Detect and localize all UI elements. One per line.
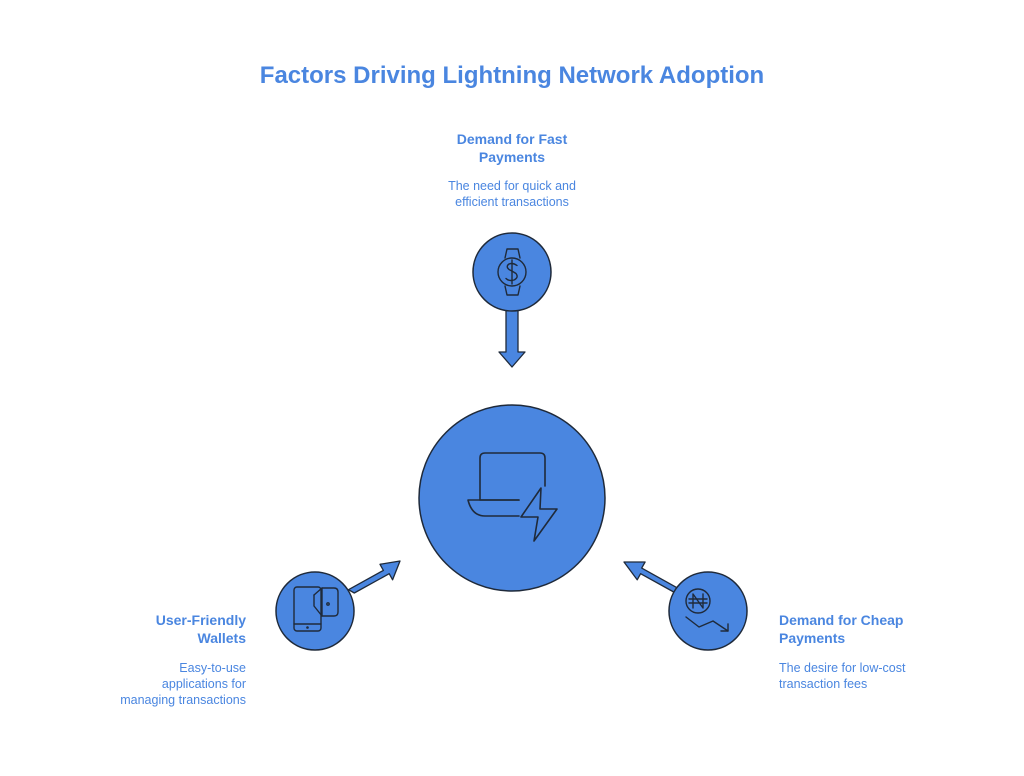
diagram-title: Factors Driving Lightning Network Adopti… [259,62,765,89]
factor-cheap-payments-heading: Demand for Cheap Payments [779,611,979,647]
factor-wallets-heading: User-Friendly Wallets [86,611,246,647]
arrow-fast-payments-to-center [498,309,526,368]
laptop-lightning-icon [467,452,558,542]
heading-line: User-Friendly [155,612,246,628]
mobile-wallet-icon [293,586,339,632]
desc-line: efficient transactions [455,195,569,209]
heading-line: Demand for Fast [456,131,568,147]
desc-line: The desire for low-cost [779,661,906,675]
dollar-watch-icon [497,248,527,296]
arrow-wallets-to-center [347,560,401,594]
factor-cheap-payments-node [668,571,748,651]
factor-fast-payments-heading: Demand for Fast Payments [412,130,612,166]
heading-line: Demand for Cheap [779,612,904,628]
desc-line: The need for quick and [448,179,576,193]
naira-down-trend-icon [685,588,729,632]
desc-line: Easy-to-use [179,661,246,675]
heading-line: Payments [478,149,546,165]
desc-line: managing transactions [120,693,246,707]
heading-line: Payments [779,630,846,646]
desc-line: transaction fees [779,677,868,691]
factor-fast-payments-description: The need for quick and efficient transac… [412,178,612,210]
arrow-cheap-payments-to-center [623,561,678,594]
desc-line: applications for [161,677,246,691]
factor-wallets-description: Easy-to-use applications for managing tr… [86,660,246,708]
factor-wallets-node [275,571,355,651]
heading-line: Wallets [197,630,247,646]
center-node [418,404,606,592]
factor-cheap-payments-description: The desire for low-cost transaction fees [779,660,979,692]
